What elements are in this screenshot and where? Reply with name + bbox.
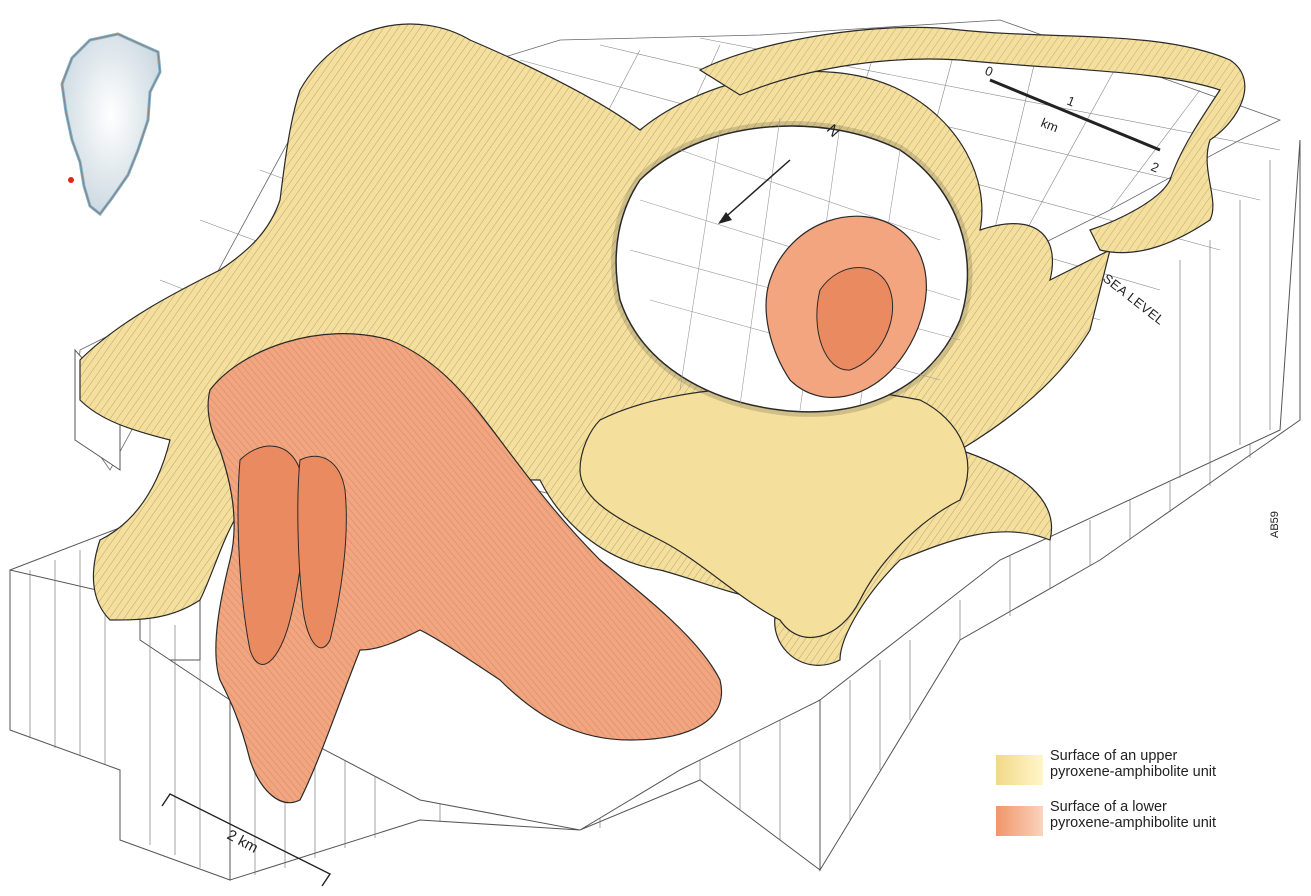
- legend-upper-line2: pyroxene-amphibolite unit: [1050, 764, 1216, 780]
- legend-text-lower: Surface of a lower pyroxene-amphibolite …: [1050, 799, 1216, 831]
- legend-item-lower: Surface of a lower pyroxene-amphibolite …: [996, 799, 1296, 836]
- upper-unit-swatch: [996, 755, 1043, 785]
- legend-upper-line1: Surface of an upper: [1050, 748, 1216, 764]
- legend-text-upper: Surface of an upper pyroxene-amphibolite…: [1050, 748, 1216, 780]
- location-marker: [68, 177, 74, 183]
- legend: Surface of an upper pyroxene-amphibolite…: [996, 748, 1296, 850]
- greenland-locator-map-icon: [62, 34, 160, 214]
- legend-item-upper: Surface of an upper pyroxene-amphibolite…: [996, 748, 1296, 785]
- legend-lower-line2: pyroxene-amphibolite unit: [1050, 815, 1216, 831]
- legend-lower-line1: Surface of a lower: [1050, 799, 1216, 815]
- artist-signature: AB59: [1269, 511, 1281, 538]
- lower-unit-swatch: [996, 806, 1043, 836]
- sea-level-label: SEA LEVEL: [1100, 271, 1167, 328]
